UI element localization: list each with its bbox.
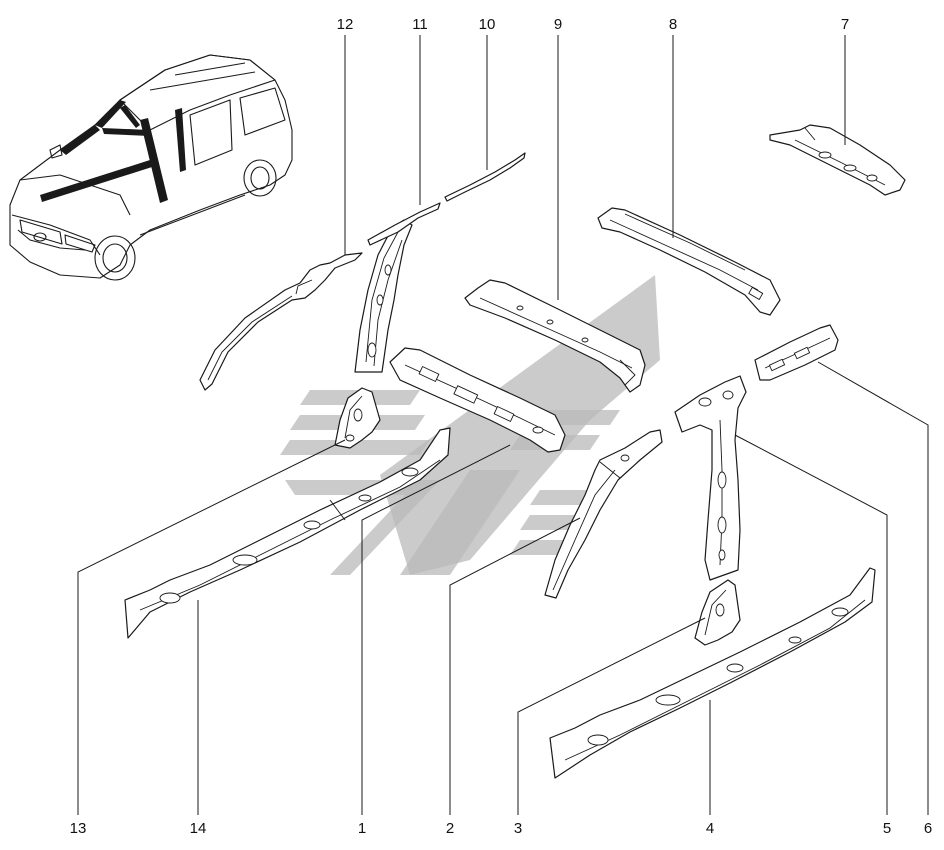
part-12-roof-side-rail-front	[199, 252, 363, 391]
part-4-side-sill-right	[549, 567, 876, 779]
watermark-logo	[280, 275, 660, 575]
car-illustration	[9, 54, 293, 281]
callout-7: 7	[841, 16, 849, 33]
leader-1	[361, 444, 511, 815]
part-10-roof-side-rail	[444, 152, 526, 202]
callout-12: 12	[337, 16, 354, 33]
part-8-roof-cross-member	[597, 207, 781, 316]
callout-11: 11	[412, 16, 428, 33]
callout-8: 8	[669, 16, 677, 33]
callout-1: 1	[358, 820, 366, 837]
part-7-rear-roof-bow	[769, 124, 906, 196]
callout-labels: 12 11 10 9 8 7 13 14 1 2 3 4 5 6	[70, 16, 933, 837]
part-14-side-sill-left	[124, 427, 451, 639]
leader-2	[449, 517, 581, 815]
leader-lines	[77, 35, 929, 815]
part-2-center-pillar-left	[544, 429, 663, 599]
callout-5: 5	[883, 820, 891, 837]
leader-6	[817, 361, 929, 815]
leader-5	[734, 434, 888, 815]
part-5-center-pillar-right	[674, 375, 747, 581]
callout-9: 9	[554, 16, 562, 33]
callout-2: 2	[446, 820, 454, 837]
callout-6: 6	[924, 820, 932, 837]
callout-10: 10	[479, 16, 496, 33]
part-13-pillar-reinforcement-left	[334, 387, 381, 449]
leader-3	[517, 617, 706, 815]
callout-3: 3	[514, 820, 522, 837]
callout-14: 14	[190, 820, 207, 837]
leader-13	[77, 439, 346, 815]
part-6-rear-bracket	[754, 324, 839, 381]
part-3-pillar-reinforcement-right	[694, 579, 741, 646]
callout-4: 4	[706, 820, 714, 837]
callout-13: 13	[70, 820, 87, 837]
part-11-front-pillar	[354, 202, 441, 373]
part-1-windshield-header	[389, 347, 566, 453]
part-9-middle-roof-bow	[464, 279, 646, 393]
